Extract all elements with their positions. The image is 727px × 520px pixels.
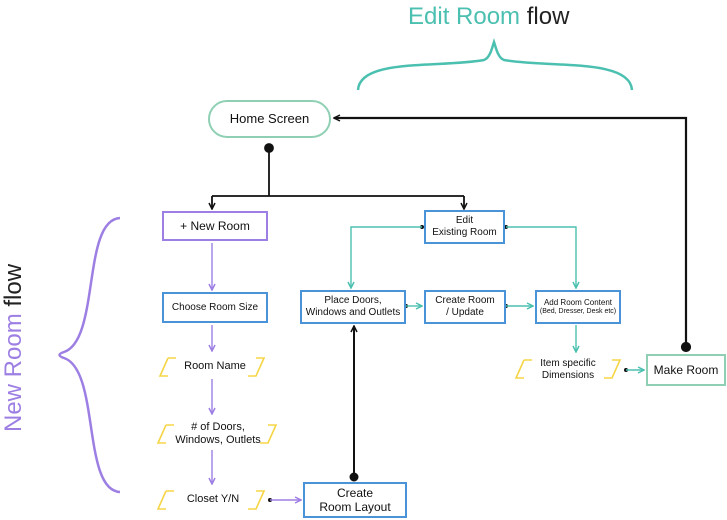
doors-windows-outlets-io: # of Doors, Windows, Outlets bbox=[175, 420, 261, 446]
choose-room-size-node: Choose Room Size bbox=[162, 292, 268, 323]
create-room-layout-node: Create Room Layout bbox=[303, 482, 407, 518]
edit-room-connectors bbox=[351, 225, 644, 372]
edit-room-flow-rest: flow bbox=[526, 3, 570, 30]
new-room-flow-title: New Room flow bbox=[0, 264, 28, 432]
make-room-to-home-connector bbox=[334, 118, 692, 353]
new-room-flow-accent: New Room bbox=[0, 313, 27, 432]
io-shapes bbox=[156, 357, 622, 510]
new-room-connectors bbox=[212, 243, 301, 502]
place-doors-windows-node: Place Doors, Windows and Outlets bbox=[300, 290, 406, 324]
home-screen-node: Home Screen bbox=[208, 100, 331, 138]
room-name-io: Room Name bbox=[184, 360, 246, 373]
room-name-shape bbox=[158, 357, 176, 377]
home-branch-connector bbox=[212, 143, 464, 209]
closet-shape bbox=[156, 490, 174, 510]
edit-flow-brace bbox=[356, 38, 634, 91]
add-room-content-label: Add Room Content bbox=[543, 298, 613, 307]
edit-room-flow-accent: Edit Room bbox=[408, 3, 521, 30]
create-room-update-node: Create Room / Update bbox=[424, 290, 506, 324]
add-room-content-sublabel: (Bed, Dresser, Desk etc) bbox=[539, 307, 617, 315]
closet-io: Closet Y/N bbox=[186, 493, 240, 506]
layout-to-place-doors-connector bbox=[349, 326, 359, 482]
add-room-content-node: Add Room Content (Bed, Dresser, Desk etc… bbox=[535, 290, 621, 324]
new-flow-brace bbox=[58, 216, 121, 494]
new-room-node: + New Room bbox=[162, 211, 268, 241]
doors-windows-shape bbox=[156, 424, 174, 444]
make-room-node: Make Room bbox=[646, 354, 726, 386]
new-room-flow-rest: flow bbox=[0, 263, 27, 307]
edit-existing-room-node: Edit Existing Room bbox=[424, 210, 505, 244]
item-specific-dimensions-io: Item specific Dimensions bbox=[540, 358, 596, 381]
item-dims-shape bbox=[514, 359, 532, 379]
edit-room-flow-title: Edit Room flow bbox=[408, 3, 569, 31]
